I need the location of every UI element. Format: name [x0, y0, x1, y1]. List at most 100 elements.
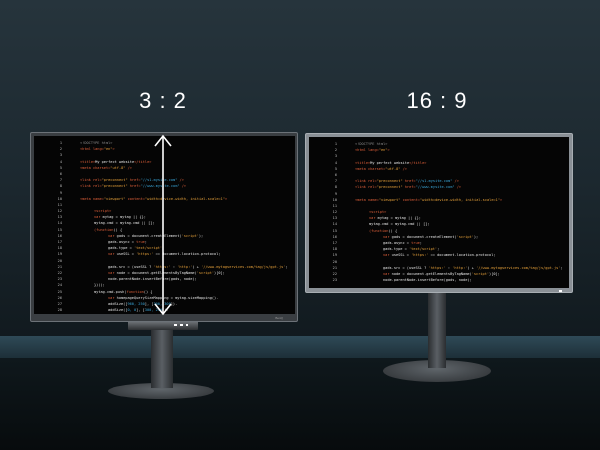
code-token: href= [402, 185, 416, 190]
line-number: 13 [332, 216, 337, 221]
code-token: 'https:' [136, 252, 154, 257]
code-token: useSSL = [391, 253, 412, 258]
code-line: 7<link rel="preconnect" href="//s1.mysit… [34, 177, 295, 183]
code-token: /> [177, 178, 184, 183]
code-token: node.parentNode.insertBefore(gads, node)… [383, 278, 472, 283]
line-number: 24 [57, 283, 62, 288]
code-token: function [126, 289, 144, 294]
code-token: mytag.cmd.push( [94, 289, 127, 294]
line-number: 14 [332, 222, 337, 227]
line-number: 20 [332, 259, 337, 264]
code-token: var [369, 216, 378, 221]
code-token: == document.location.protocol; [428, 253, 496, 258]
right-monitor-stand [428, 290, 446, 368]
line-number: 7 [59, 178, 62, 183]
line-number: 8 [334, 185, 337, 190]
line-number: 16 [332, 234, 337, 239]
code-token: 'https:' [411, 253, 429, 258]
code-token: node = document.getElementsByTagName( [116, 270, 197, 275]
power-led-icon [559, 290, 562, 292]
code-token: <!DOCTYPE html> [355, 142, 388, 146]
code-token: var [383, 234, 392, 239]
code-token: 'https:' [153, 264, 171, 269]
line-number: 4 [334, 160, 337, 165]
code-line: 7<link rel="preconnect" href="//s1.mysit… [309, 178, 569, 184]
code-line: 20 [34, 258, 295, 264]
code-token: "//s1.mysite.com" [415, 179, 453, 184]
line-number: 21 [332, 265, 337, 270]
code-token: "width=device-width, initial-scale=1" [144, 196, 225, 201]
code-token: gads.type = [383, 247, 409, 252]
code-token: })(); [94, 283, 105, 288]
line-number: 17 [57, 240, 62, 244]
code-line: 10<meta name="viewport" content="width=d… [34, 196, 295, 202]
line-number: 19 [57, 252, 62, 257]
code-token: ; [419, 241, 422, 245]
hub-button-icon[interactable] [186, 324, 188, 326]
code-token: /> [454, 185, 462, 190]
code-token: : [170, 264, 178, 269]
hub-button-icon[interactable] [174, 324, 177, 326]
line-number: 25 [57, 289, 62, 294]
line-number: 21 [57, 264, 62, 269]
code-token: > [225, 196, 228, 201]
right-monitor-base [383, 360, 491, 382]
code-token: node = document.getElementsByTagName( [391, 271, 472, 276]
code-token: ; [437, 247, 440, 252]
code-token: gads.async = [383, 241, 412, 245]
code-token: mytag = mytag || {}; [102, 215, 146, 220]
code-token: mytag.cmd = mytag.cmd || []; [94, 221, 155, 226]
line-number: 11 [332, 203, 337, 208]
line-number: 26 [57, 295, 62, 300]
code-line: 15(function() { [309, 228, 569, 234]
code-token: 300, 300 [153, 301, 171, 306]
code-line: 1<!DOCTYPE html> [309, 141, 569, 147]
code-line: 11 [309, 203, 569, 209]
code-token: "width=device-width, initial-scale=1" [419, 197, 500, 202]
code-token: ], [ [136, 308, 145, 313]
code-token: "//s1.mysite.com" [140, 178, 178, 183]
line-number: 1 [59, 141, 62, 145]
code-token: <meta name= [80, 196, 104, 201]
code-token: () { [388, 228, 398, 233]
code-token: 'script' [456, 234, 474, 239]
code-line: 9 [309, 191, 569, 197]
code-token: 'text/script' [133, 246, 163, 251]
hub-button-icon[interactable] [180, 324, 183, 326]
line-number: 6 [334, 172, 337, 177]
code-token: var [108, 252, 117, 257]
line-number: 9 [334, 191, 337, 196]
line-number: 3 [59, 153, 62, 158]
code-line: 24 })(); [34, 282, 295, 288]
code-token: <link rel= [80, 184, 102, 189]
code-token: 'https:' [428, 265, 446, 270]
line-number: 20 [57, 258, 62, 263]
code-token: : [445, 265, 453, 270]
line-number: 8 [59, 184, 62, 189]
code-token: content= [125, 196, 145, 201]
code-line: 5<meta charset="utf-8" /> [34, 165, 295, 171]
code-token: </title> [134, 159, 152, 164]
code-token: /> [400, 166, 407, 171]
code-token: addSize([ [108, 301, 128, 306]
line-number: 10 [332, 197, 337, 202]
code-token: gads.async = [108, 240, 137, 244]
code-token: node.parentNode.insertBefore(gads, node)… [108, 277, 197, 282]
code-token: /> [452, 179, 459, 184]
floor [0, 358, 600, 450]
brand-logo: BenQ [275, 316, 283, 320]
line-number: 23 [332, 278, 337, 283]
code-token: true [136, 240, 145, 244]
line-number: 10 [57, 196, 62, 201]
code-token: )[0]; [489, 271, 500, 276]
code-token: <script> [94, 209, 112, 214]
code-token: mytag.cmd = mytag.cmd || []; [369, 222, 430, 227]
